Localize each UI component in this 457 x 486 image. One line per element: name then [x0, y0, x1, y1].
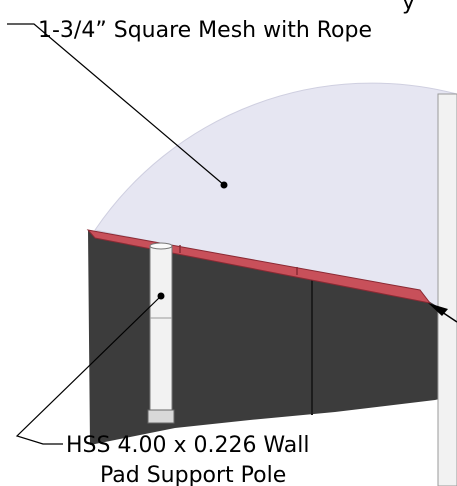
pole-leader-dot	[157, 292, 165, 300]
mesh-label: 1-3/4” Square Mesh with Rope	[38, 18, 372, 43]
wall-pad	[88, 230, 457, 445]
right-pole	[437, 93, 457, 486]
pad-support-pole	[147, 242, 175, 424]
mesh-leader-dot	[220, 181, 228, 189]
rope-edge	[86, 229, 432, 304]
pole-label-line1: HSS 4.00 x 0.226 Wall	[66, 433, 309, 458]
rope-arrow	[428, 303, 457, 323]
mesh-label-partial: y	[402, 0, 415, 15]
pole-leader-line	[15, 295, 162, 445]
mesh-leader-line	[7, 23, 225, 186]
pole-label-line2: Pad Support Pole	[100, 463, 286, 486]
square-mesh-area	[94, 82, 457, 321]
